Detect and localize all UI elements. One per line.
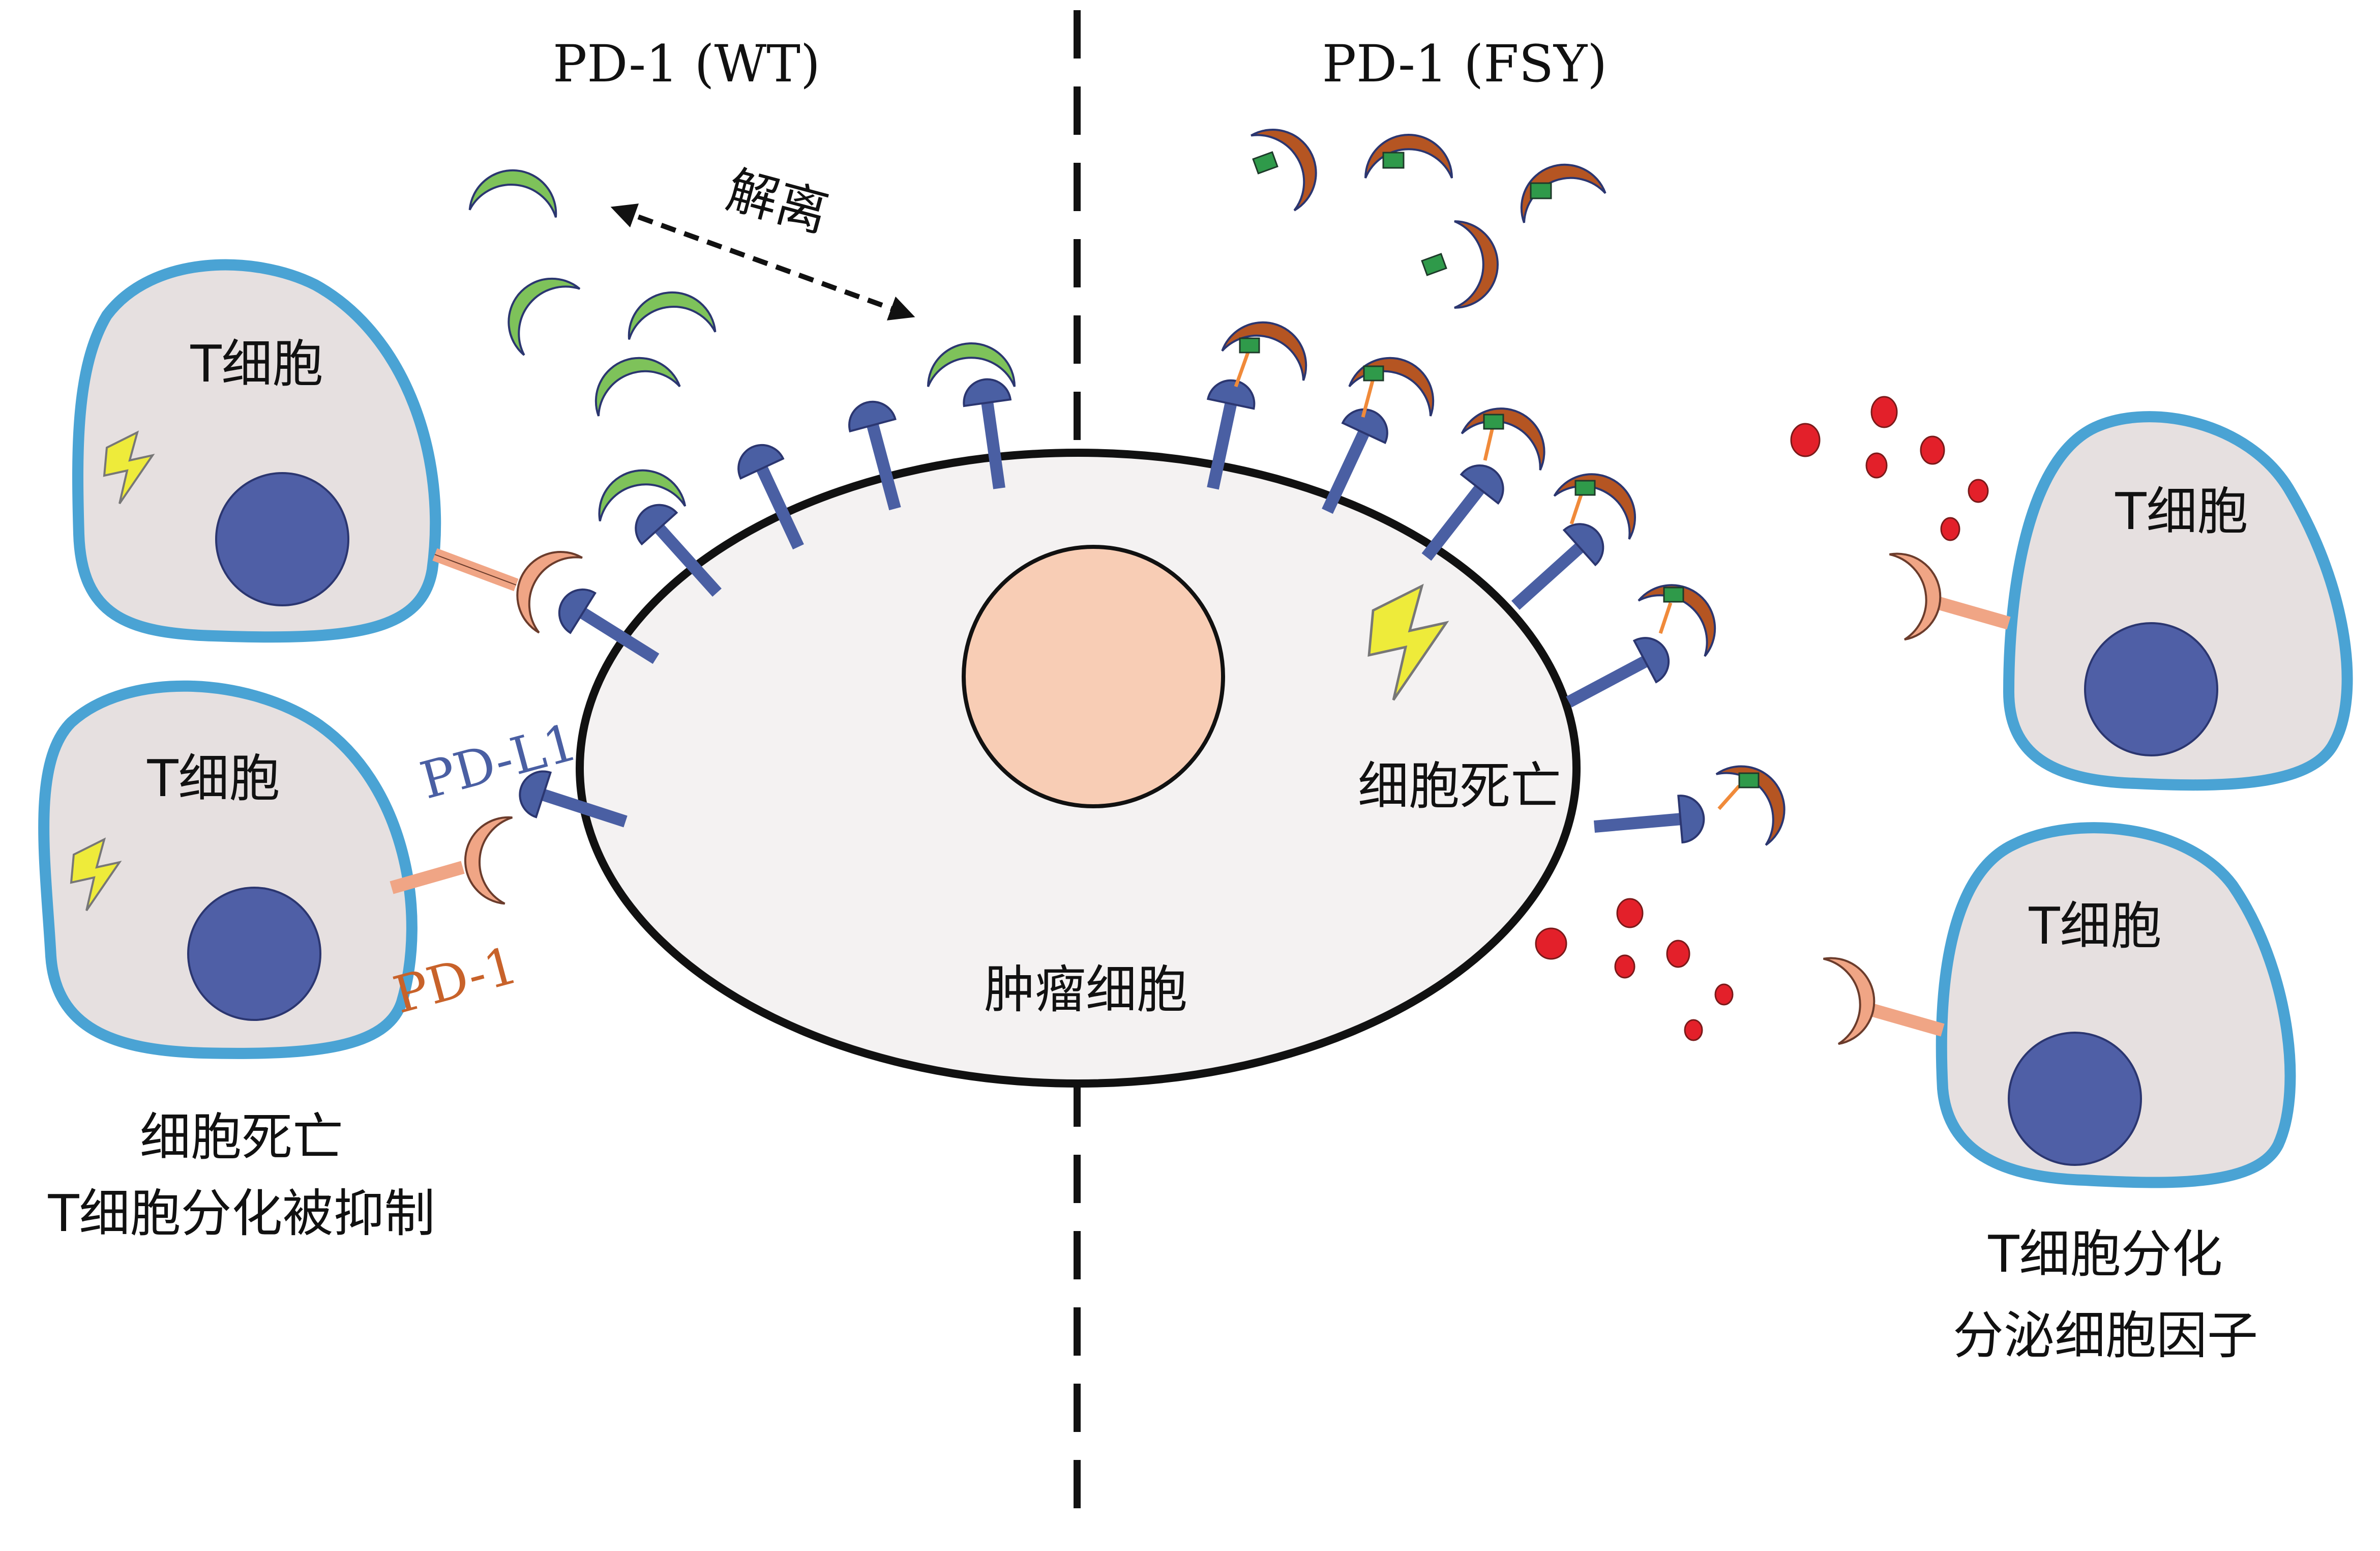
pd-1-tether bbox=[390, 861, 465, 894]
pd-1-wt-free bbox=[582, 344, 681, 417]
t-cell-nucleus bbox=[215, 472, 349, 606]
heading-wt: PD-1 (WT) bbox=[553, 34, 820, 94]
cytokines-top bbox=[1790, 396, 1989, 541]
pd-1-wt-free bbox=[468, 165, 561, 219]
dissociation-label: 解离 bbox=[721, 160, 834, 244]
tumor-cell-label: 肿瘤细胞 bbox=[984, 960, 1187, 1019]
t-cell-label: T细胞 bbox=[146, 749, 280, 808]
t-cell-label: T细胞 bbox=[190, 334, 323, 394]
tumor-nucleus bbox=[962, 545, 1225, 808]
pd-1-tether bbox=[1869, 1003, 1945, 1037]
pd-1-receptor bbox=[1888, 546, 1948, 641]
pd-1-receptor bbox=[460, 812, 514, 905]
left-caption-line1: 细胞死亡 bbox=[140, 1107, 343, 1167]
pd-1-tether bbox=[1936, 596, 2011, 630]
t-cell-label: T细胞 bbox=[2028, 896, 2161, 956]
t-cell-nucleus bbox=[187, 887, 321, 1021]
t-cell-label: T细胞 bbox=[2115, 482, 2248, 541]
cytokines-bottom bbox=[1535, 898, 1734, 1041]
pd-1-wt-free bbox=[624, 287, 717, 341]
right-caption-line2: 分泌细胞因子 bbox=[1953, 1306, 2258, 1365]
heading-fsy: PD-1 (FSY) bbox=[1322, 34, 1607, 94]
t-cell-nucleus bbox=[2084, 622, 2218, 756]
t-cell-top-right: T细胞 bbox=[2003, 411, 2353, 791]
left-caption-line2: T细胞分化被抑制 bbox=[47, 1184, 435, 1243]
right-caption-line1: T细胞分化 bbox=[1987, 1224, 2222, 1284]
t-cell-top-left: T细胞 bbox=[72, 259, 441, 643]
pd-1-receptor bbox=[1822, 950, 1882, 1045]
dissociation-arrow bbox=[610, 203, 915, 320]
tumor-death-label: 细胞死亡 bbox=[1358, 756, 1561, 816]
pd-1-wt-bound bbox=[927, 342, 1016, 388]
pd-1-fsy-free bbox=[1250, 112, 1606, 309]
t-cell-bottom-left: T细胞 bbox=[38, 680, 418, 1059]
pd-1-wt-free bbox=[490, 260, 581, 356]
t-cell-bottom-right: T细胞 bbox=[1936, 822, 2296, 1188]
t-cell-nucleus bbox=[2008, 1032, 2142, 1166]
pd-l1-fsy-bound bbox=[1190, 309, 1802, 850]
